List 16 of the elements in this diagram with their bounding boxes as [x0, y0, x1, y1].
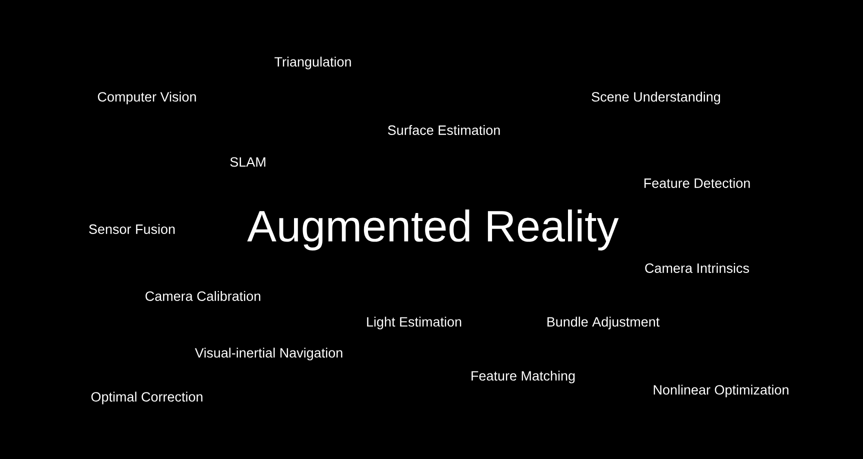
topic-label: Feature Matching — [472, 370, 575, 384]
topic-label: Camera Calibration — [146, 291, 260, 301]
topic-label: Bundle Adjustment — [547, 316, 660, 330]
title: Augmented Reality — [247, 210, 619, 250]
topic-label: Camera Intrinsics — [645, 263, 749, 273]
topic-label: Feature Detection — [644, 178, 750, 188]
topic-label: Scene Understanding — [592, 92, 720, 104]
topic-label: Sensor Fusion — [89, 224, 175, 234]
topic-label: Triangulation — [274, 56, 351, 70]
topic-label: Visual-inertial Navigation — [194, 348, 342, 360]
topic-label: Computer Vision — [98, 92, 196, 104]
topic-label: SLAM — [230, 157, 266, 167]
topic-label: Nonlinear Optimization — [654, 384, 788, 398]
topic-label: Optimal Correction — [91, 392, 202, 404]
topic-label: Surface Estimation — [388, 125, 500, 135]
topic-label: Light Estimation — [367, 316, 462, 330]
